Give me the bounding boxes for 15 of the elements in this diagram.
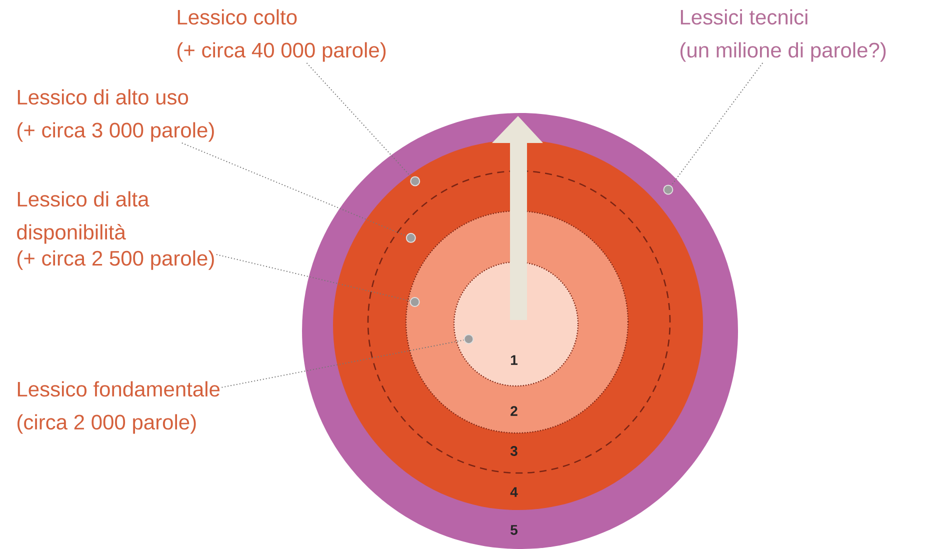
leader-line <box>670 62 764 186</box>
dot <box>410 176 420 186</box>
label-text: Lessico fondamentale (circa 2 000 parole) <box>18 381 220 434</box>
label-text: Lessico di alto uso (+ circa 3 000 parole) <box>18 89 214 142</box>
dot <box>464 334 474 344</box>
label-text: Lessico colto (+ circa 40 000 parole) <box>178 9 386 62</box>
dot <box>410 297 420 307</box>
dot <box>663 184 674 195</box>
leader-line <box>216 254 410 302</box>
leader-line <box>306 62 412 178</box>
leader-line <box>221 340 464 388</box>
label-text: Lessico di alta disponibilità (+ circa 2 500 parole) <box>17 191 214 270</box>
leader-line <box>181 142 407 236</box>
label-text: Lessici tecnici (un milione di parole?) <box>680 9 886 62</box>
dot <box>406 232 416 243</box>
